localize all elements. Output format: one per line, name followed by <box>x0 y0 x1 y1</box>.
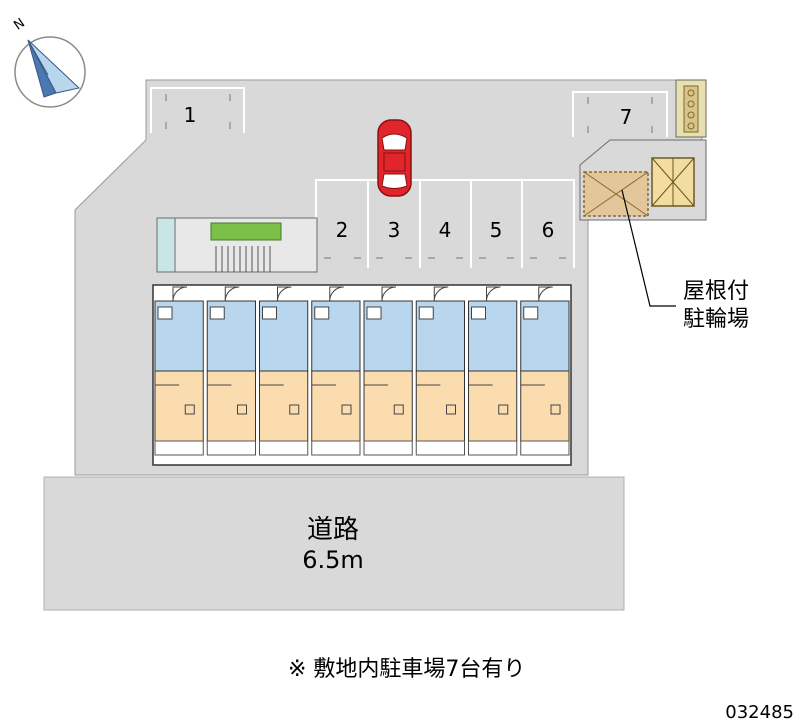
building-entrance <box>156 217 318 273</box>
parking-space-7: 7 <box>572 91 668 137</box>
unit-living-room <box>363 370 413 442</box>
car-icon <box>377 119 412 197</box>
unit-aircon-icon <box>393 404 404 415</box>
unit-door-icon <box>538 286 553 302</box>
unit-kitchen-icon <box>471 306 486 320</box>
north-arrow-icon: N <box>11 16 86 108</box>
parking-space-number: 7 <box>620 105 633 129</box>
parking-row: 2 3 4 5 6 <box>315 179 575 268</box>
unit-kitchen-icon <box>314 306 330 320</box>
unit-door-icon <box>172 286 188 302</box>
road-width: 6.5m <box>302 546 364 574</box>
parking-space-number: 4 <box>439 218 452 242</box>
unit-balcony <box>520 440 570 456</box>
unit-kitchen-icon <box>209 306 225 320</box>
unit-door-icon <box>329 286 344 302</box>
unit-living-room <box>154 370 204 442</box>
unit-door-icon <box>224 286 240 302</box>
property-id: 032485 <box>725 702 794 723</box>
unit-living-room <box>206 370 256 442</box>
unit-aircon-icon <box>289 404 300 415</box>
unit-door-icon <box>277 286 292 302</box>
parking-space-1: 1 <box>150 87 245 133</box>
unit-aircon-icon <box>446 404 456 415</box>
unit-kitchen-icon <box>523 306 539 320</box>
apartment-building <box>152 284 572 466</box>
unit-aircon-icon <box>184 404 195 415</box>
road <box>43 476 625 611</box>
unit-kitchen-icon <box>262 306 277 320</box>
parking-note: ※ 敷地内駐車場7台有り <box>288 657 525 682</box>
unit-living-room <box>520 370 570 442</box>
unit-balcony <box>415 440 465 456</box>
unit-balcony <box>154 440 204 456</box>
unit-living-room <box>415 370 465 442</box>
unit-door-icon <box>486 286 501 302</box>
unit-balcony <box>206 440 256 456</box>
unit-aircon-icon <box>498 404 509 415</box>
unit-kitchen-icon <box>157 306 173 320</box>
parking-space-number: 1 <box>184 103 197 127</box>
bicycle-parking <box>579 79 707 307</box>
bicycle-parking-label: 屋根付 <box>683 279 749 304</box>
parking-space-number: 6 <box>542 218 555 242</box>
unit-aircon-icon <box>550 404 561 415</box>
unit-living-room <box>311 370 361 442</box>
parking-space-number: 2 <box>336 218 349 242</box>
unit-balcony <box>259 440 309 456</box>
unit-door-icon <box>433 286 449 302</box>
unit-living-room <box>468 370 518 442</box>
unit-aircon-icon <box>237 404 247 415</box>
road-name: 道路 <box>307 515 359 545</box>
parking-space-number: 3 <box>388 218 401 242</box>
unit-kitchen-icon <box>366 306 382 320</box>
unit-balcony <box>363 440 413 456</box>
unit-balcony <box>468 440 518 456</box>
unit-balcony <box>311 440 361 456</box>
north-label: N <box>11 16 28 34</box>
unit-living-room <box>259 370 309 442</box>
unit-aircon-icon <box>341 404 352 415</box>
unit-kitchen-icon <box>418 306 434 320</box>
parking-space-number: 5 <box>490 218 503 242</box>
unit-door-icon <box>381 286 397 302</box>
bicycle-parking-label: 駐輪場 <box>683 307 749 332</box>
